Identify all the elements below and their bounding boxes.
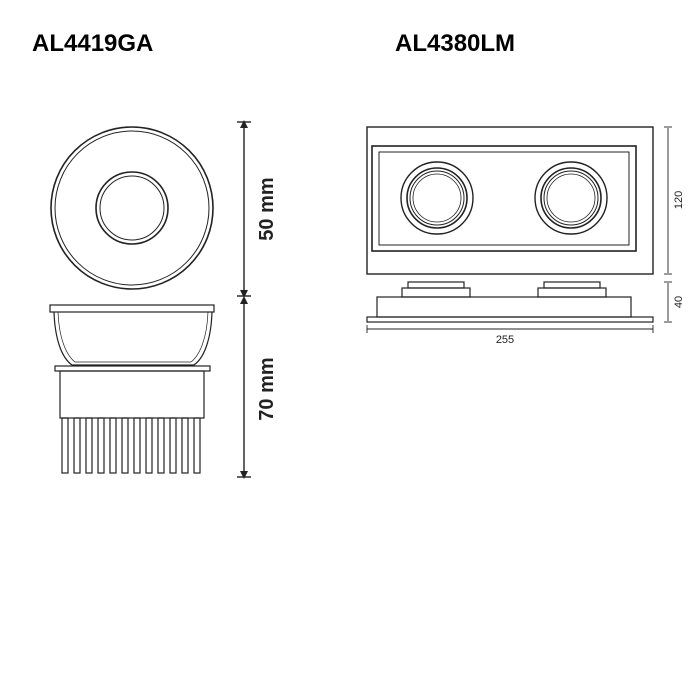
dimension-label-120: 120 [673, 191, 685, 209]
al4419ga-top-view [50, 126, 214, 290]
al4380lm-top-view [366, 126, 654, 275]
product-title-al4380lm: AL4380LM [395, 30, 516, 57]
dimension-label-50mm: 50 mm [256, 177, 278, 240]
dimension-label-70mm: 70 mm [256, 357, 278, 420]
al4419ga-side-view [49, 304, 215, 474]
al4419ga-dimension-lines [237, 120, 251, 479]
al4380lm-dimension-lines [366, 126, 672, 333]
dimension-label-40: 40 [673, 296, 685, 308]
heatsink-fins [61, 417, 201, 474]
al4380lm-side-view [366, 281, 654, 323]
dimension-label-255: 255 [496, 334, 514, 346]
product-title-al4419ga: AL4419GA [32, 30, 154, 57]
